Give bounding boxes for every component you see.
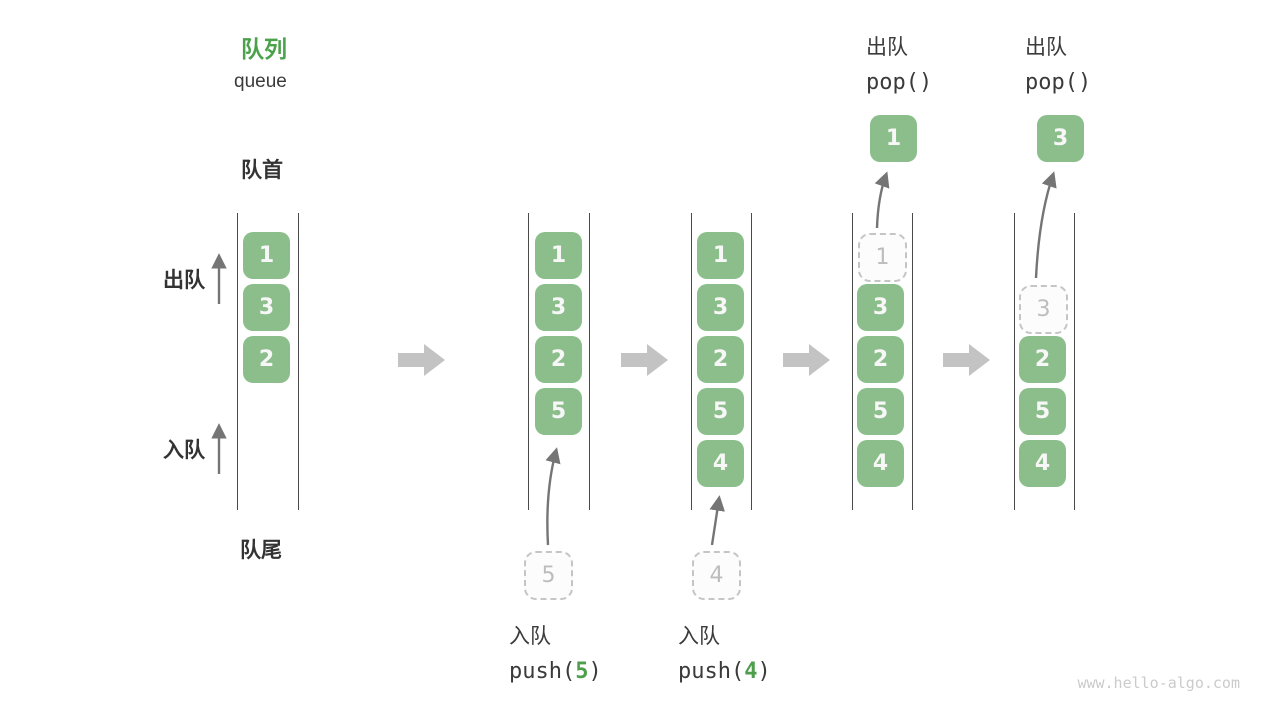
push5-code-label: push(5) (509, 659, 602, 684)
queue-item: 2 (697, 336, 744, 383)
queue-item: 3 (535, 284, 582, 331)
queue-item: 3 (697, 284, 744, 331)
popped-item-ghost: 3 (1019, 285, 1068, 334)
queue-front-label: 队首 (241, 159, 283, 182)
push-zh-label: 入队 (678, 625, 720, 648)
queue-column-1 (237, 213, 299, 510)
queue-item: 1 (243, 232, 290, 279)
queue-item: 2 (857, 336, 904, 383)
queue-item: 1 (697, 232, 744, 279)
push-arg: 4 (744, 659, 758, 684)
popped-item: 1 (870, 115, 917, 162)
queue-item: 5 (697, 388, 744, 435)
push5-operation-label: 入队 push(5) (509, 620, 602, 684)
queue-item: 5 (857, 388, 904, 435)
popped-item: 3 (1037, 115, 1084, 162)
push-fn-close: ) (757, 659, 771, 684)
push-fn-open: push( (678, 659, 745, 684)
pop-operation-label-1: 出队 pop() (866, 31, 932, 95)
diagram-title-zh: 队列 (241, 36, 287, 62)
queue-column-5 (1014, 213, 1075, 510)
state-transition-arrow-4 (943, 344, 990, 376)
queue-item: 2 (243, 336, 290, 383)
queue-item: 3 (857, 284, 904, 331)
queue-item: 4 (697, 440, 744, 487)
queue-item: 4 (1019, 440, 1066, 487)
incoming-item-ghost: 4 (692, 551, 741, 600)
dequeue-side-label: 出队 (163, 269, 205, 292)
pop-zh-label: 出队 (866, 36, 908, 59)
pop-zh-label: 出队 (1025, 36, 1067, 59)
push-zh-label: 入队 (509, 625, 551, 648)
push-arg: 5 (575, 659, 589, 684)
state-transition-arrow-2 (621, 344, 668, 376)
pop-code-label: pop() (1025, 70, 1092, 95)
queue-column-2 (528, 213, 590, 510)
watermark: www.hello-algo.com (1077, 674, 1240, 692)
queue-item: 5 (535, 388, 582, 435)
queue-column-4 (852, 213, 913, 510)
queue-item: 5 (1019, 388, 1066, 435)
pop-operation-label-2: 出队 pop() (1025, 31, 1091, 95)
pop-code-label: pop() (866, 70, 933, 95)
queue-item: 1 (535, 232, 582, 279)
popped-item-ghost: 1 (858, 233, 907, 282)
queue-item: 2 (535, 336, 582, 383)
queue-item: 4 (857, 440, 904, 487)
push4-code-label: push(4) (678, 659, 771, 684)
queue-rear-label: 队尾 (240, 539, 282, 562)
state-transition-arrow-3 (783, 344, 830, 376)
push-fn-close: ) (588, 659, 602, 684)
enqueue-side-label: 入队 (163, 439, 205, 462)
queue-item: 3 (243, 284, 290, 331)
incoming-item-ghost: 5 (524, 551, 573, 600)
push4-operation-label: 入队 push(4) (678, 620, 771, 684)
queue-item: 2 (1019, 336, 1066, 383)
state-transition-arrow-1 (398, 344, 445, 376)
push-fn-open: push( (509, 659, 576, 684)
queue-column-3 (691, 213, 752, 510)
diagram-title-en: queue (234, 71, 287, 92)
